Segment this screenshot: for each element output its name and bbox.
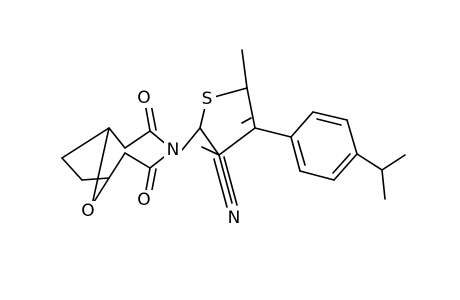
bond-cn-triple-b: [213, 158, 228, 208]
bond-ph-inner-c: [297, 140, 306, 166]
bond-ph-inner-a: [316, 118, 342, 126]
bond-oxa-2: [91, 177, 110, 206]
bond-c2-c7a: [124, 152, 151, 169]
bond-c4-phenyl: [254, 127, 292, 138]
bond-cn-triple-a: [223, 156, 238, 206]
atom-label-layer: S N N O O O: [79, 88, 243, 228]
bond-iso-me2: [381, 169, 386, 200]
bond-ph-4: [333, 153, 358, 181]
imide-nitrogen-atom-label: N: [167, 140, 180, 160]
bond-ph-1: [290, 111, 314, 138]
imide-nitrogen-knockout: [164, 140, 182, 160]
bond-iso-c: [356, 153, 383, 171]
top-carbonyl-oxygen-knockout: [135, 88, 153, 108]
top-carbonyl-oxygen-atom-label: O: [137, 88, 150, 108]
bond-c4-c3: [218, 127, 256, 156]
bond-c3-c2-inner: [201, 146, 220, 156]
bridge-oxygen-atom-label: O: [81, 201, 94, 221]
bond-ethano-3: [81, 177, 110, 181]
bond-ph-6: [290, 136, 301, 172]
bond-methyl: [241, 49, 248, 89]
bottom-carbonyl-oxygen-atom-label: O: [137, 190, 150, 210]
bond-oxa-1: [91, 127, 110, 206]
nitrile-nitrogen-knockout: [225, 208, 243, 228]
bond-c2-n: [181, 127, 201, 151]
bond-bridgehead-top: [108, 127, 126, 149]
bond-c5-c4-inner: [241, 117, 252, 124]
bottom-carbonyl-oxygen-knockout: [135, 190, 153, 210]
bond-ph-inner-b: [332, 153, 351, 174]
bond-ph-2: [312, 111, 348, 121]
bond-co-top-b: [150, 103, 157, 131]
bond-layer: [61, 49, 406, 208]
bond-c1-c3a: [124, 130, 151, 149]
bond-c3-cn: [218, 154, 233, 204]
sulfur-knockout: [198, 89, 216, 109]
bond-ph-3: [346, 119, 358, 155]
bond-c3-c2: [199, 127, 220, 156]
bond-c5-c4: [246, 87, 256, 129]
nitrile-nitrogen-atom-label: N: [228, 208, 241, 228]
bond-ph-5: [299, 170, 335, 181]
sulfur-atom-label: S: [202, 89, 213, 109]
bond-bridgehead-bottom: [108, 152, 126, 179]
bond-ethano-1: [61, 127, 110, 159]
bridge-oxygen-knockout: [79, 201, 97, 221]
bond-iso-me1: [381, 154, 406, 171]
bond-ethano-2: [61, 157, 83, 181]
